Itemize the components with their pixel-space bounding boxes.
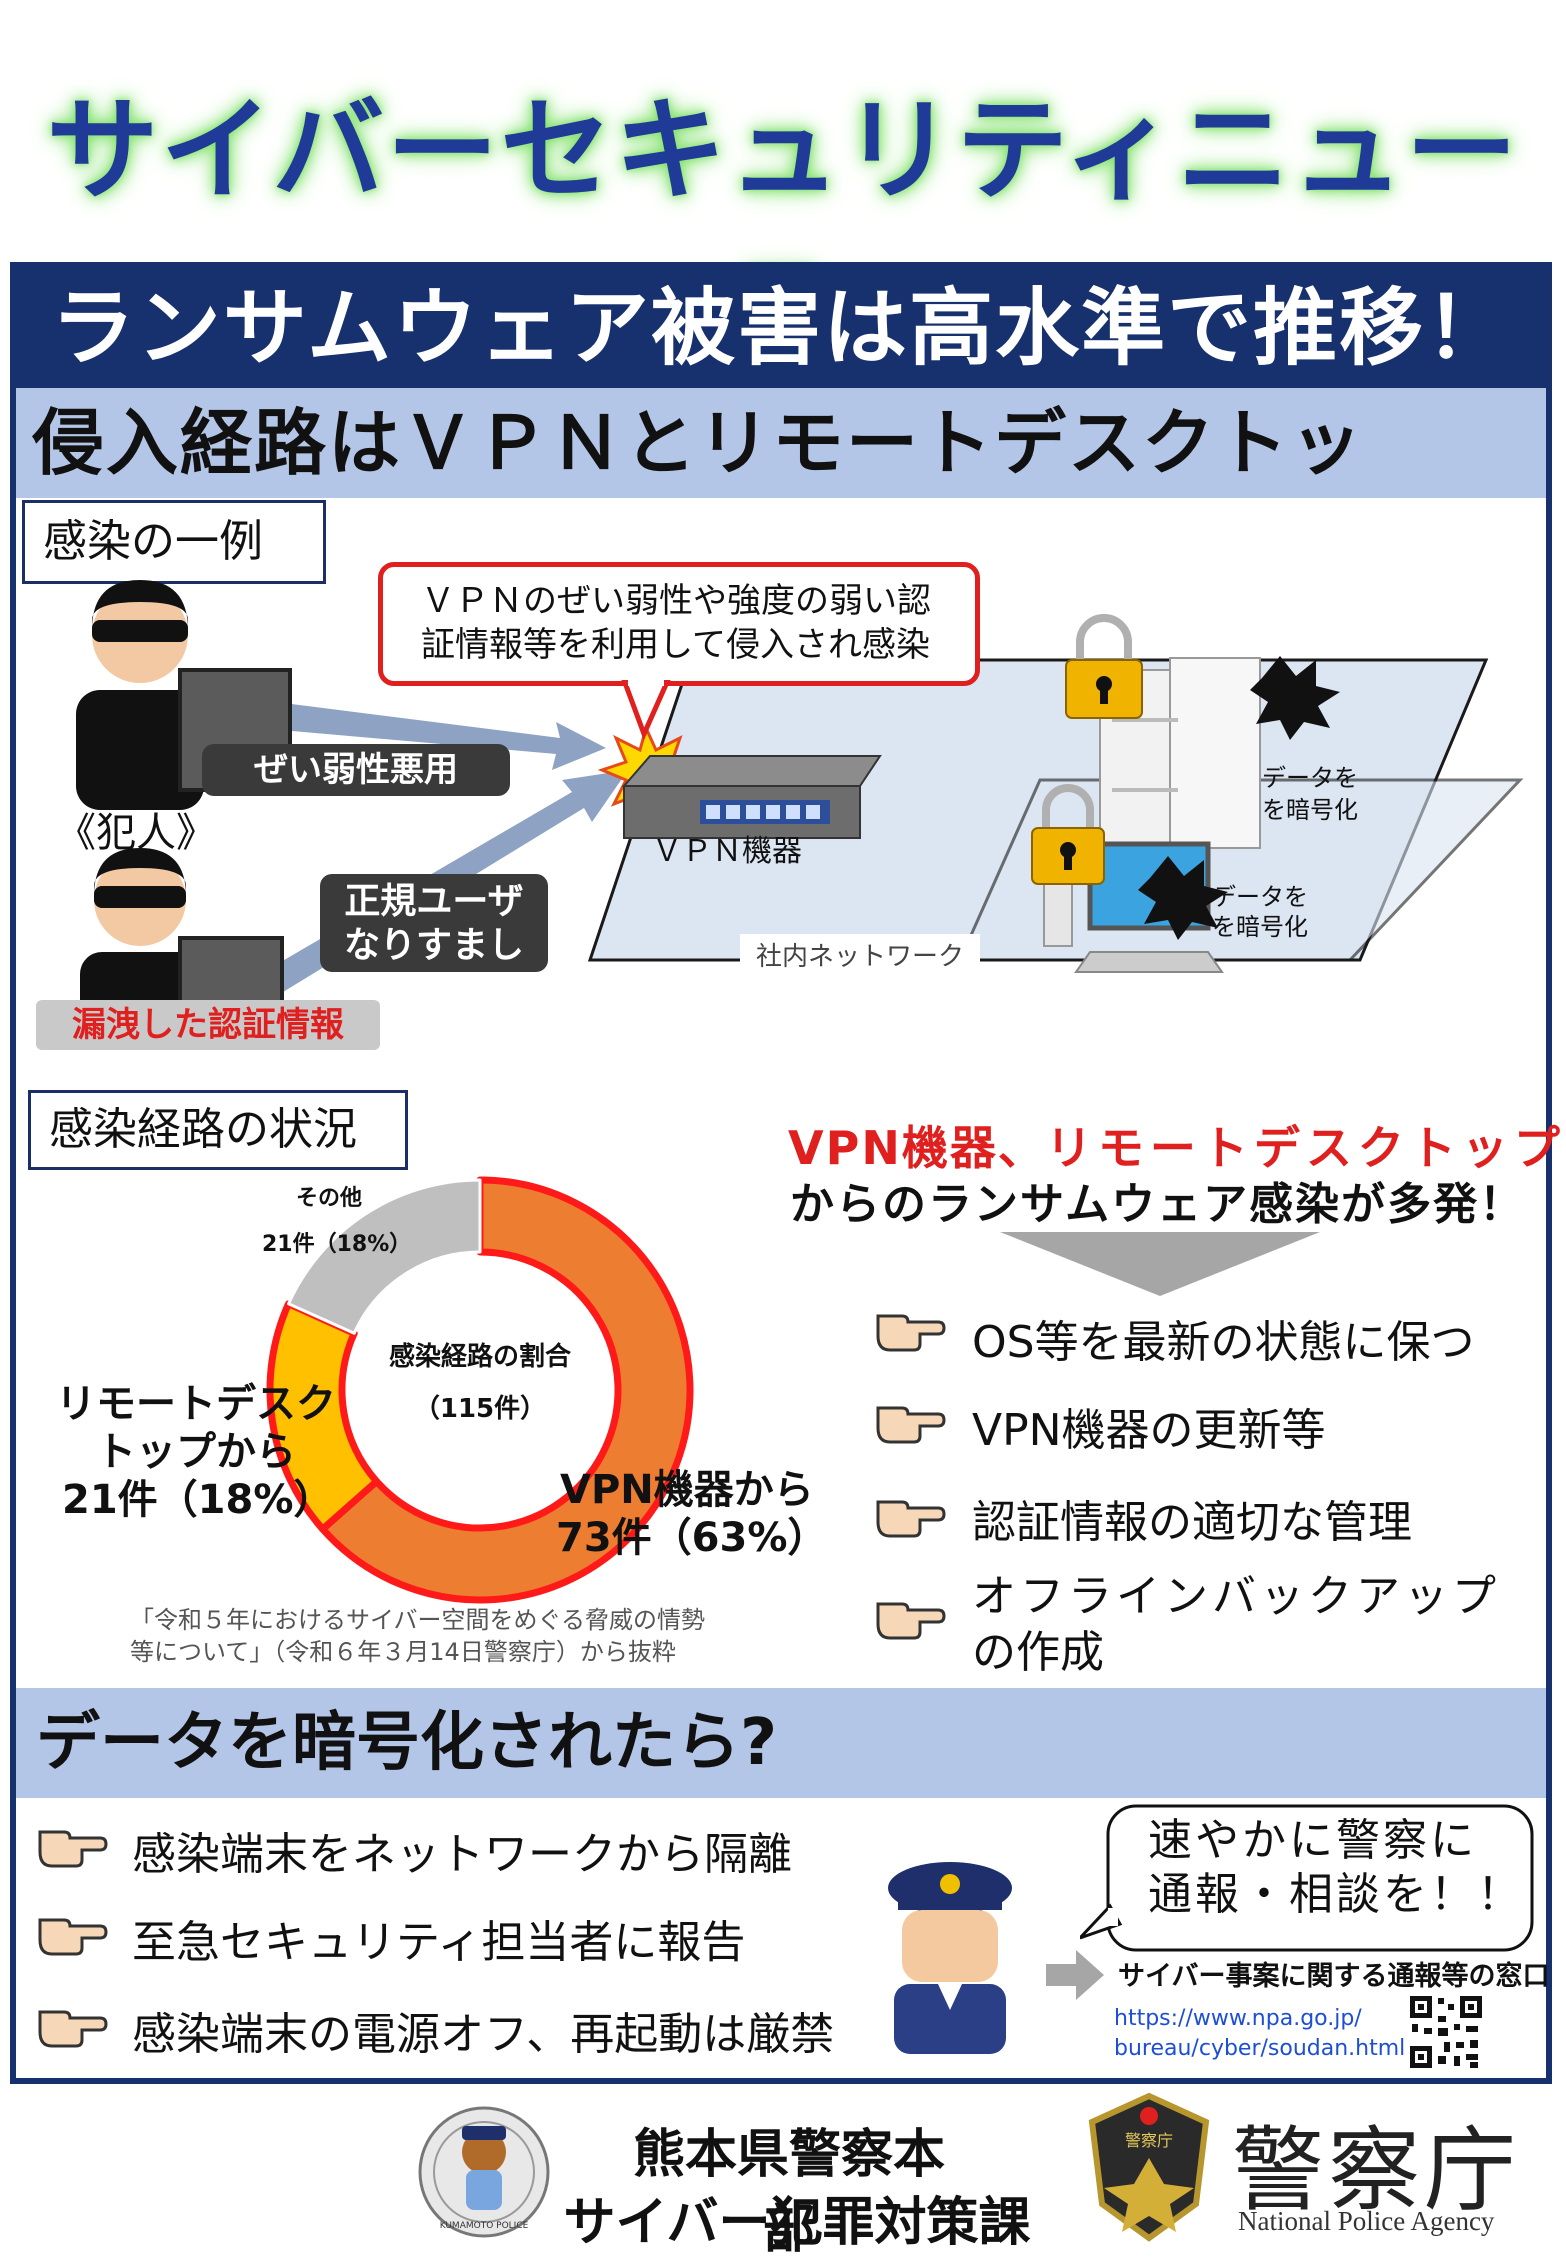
warning-rdp: リモートデスクトップ <box>1045 1121 1566 1175</box>
label-vpn: VPN機器から 73件（63%） <box>556 1466 827 1562</box>
vpn-device-icon <box>621 755 882 839</box>
donut-slice-vpn <box>319 1176 694 1604</box>
label-other-2: 21件（18%） <box>262 1232 412 1257</box>
callout-box: ＶＰＮのぜい弱性や強度の弱い認 証情報等を利用して侵入され感染 <box>378 562 980 686</box>
tip-text-4: オフラインバックアップ <box>972 1571 1500 1622</box>
kumamoto-seal-text: KUMAMOTO POLICE <box>440 2221 529 2231</box>
source-note-1: 「令和５年におけるサイバー空間をめぐる脅威の情勢 <box>130 1606 706 1634</box>
donut-chart <box>266 1176 694 1604</box>
report-url-line-1[interactable]: https://www.npa.go.jp/ <box>1114 2006 1362 2031</box>
label-encrypt-server: データを を暗号化 <box>1262 762 1358 826</box>
warning-line-2: からのランサムウェア感染が多発！ <box>790 1179 1526 1230</box>
tip-text-1: OS等を最新の状態に保つ <box>972 1317 1475 1368</box>
warning-line-1: VPN機器、リモートデスクトップ <box>788 1112 1566 1178</box>
callout-line-2: 証情報等を利用して侵入され感染 <box>421 625 930 665</box>
speech-text: 速やかに警察に 通報・相談を！！ <box>1148 1814 1524 1922</box>
padlock-icon-pc <box>1031 784 1105 885</box>
tip-1 <box>872 1306 946 1356</box>
chart-subtitle: （115件） <box>413 1394 547 1424</box>
pointing-hand-icon <box>876 1406 946 1444</box>
encrypted-heading: データを暗号化されたら? <box>16 1688 1546 1798</box>
padlock-icon-server <box>1065 614 1143 719</box>
malware-icon-2 <box>1138 856 1228 940</box>
example-box-label: 感染の一例 <box>22 500 326 584</box>
malware-icon-1 <box>1250 656 1340 740</box>
agency-name-en: National Police Agency <box>1238 2206 1495 2236</box>
kumamoto-police-mascot-logo: KUMAMOTO POLICE <box>418 2106 550 2238</box>
bottom-tip-text-3: 感染端末の電源オフ、再起動は厳禁 <box>132 2009 835 2060</box>
report-url[interactable]: https://www.npa.go.jp/ bureau/cyber/soud… <box>1114 2004 1405 2064</box>
encrypt-server-1: データを <box>1262 764 1358 792</box>
right-arrow-icon <box>1046 1950 1104 2000</box>
label-encrypt-pc: データを を暗号化 <box>1212 882 1308 942</box>
warning-vpn: VPN機器、 <box>788 1121 1046 1175</box>
agency-name: 警察庁 <box>1232 2117 1521 2224</box>
pointing-hand-icon <box>876 1602 946 1640</box>
pointing-hand-icon <box>876 1314 946 1352</box>
tip-2 <box>872 1398 946 1448</box>
speech-line-2: 通報・相談を！！ <box>1148 1869 1524 1920</box>
arrow-vuln <box>258 700 606 770</box>
qr-code-icon[interactable] <box>1408 1994 1484 2070</box>
encrypt-server-2: を暗号化 <box>1262 796 1358 824</box>
speech-line-1: 速やかに警察に <box>1148 1815 1477 1866</box>
label-rdp-1: リモートデスク <box>56 1381 336 1427</box>
source-note: 「令和５年におけるサイバー空間をめぐる脅威の情勢 等について」（令和６年３月14… <box>130 1604 705 1668</box>
label-rdp-3: 21件（18%） <box>62 1477 334 1523</box>
tip-3 <box>872 1492 946 1542</box>
callout-tail <box>621 680 671 740</box>
pointing-hand-icon <box>38 2010 108 2048</box>
label-other-1: その他 <box>296 1186 363 1211</box>
label-vpn-1: VPN機器から <box>560 1467 814 1513</box>
report-url-line-2[interactable]: bureau/cyber/soudan.html <box>1114 2036 1406 2061</box>
bottom-tip-text-2: 至急セキュリティ担当者に報告 <box>132 1917 746 1968</box>
label-vpn-device: ＶＰＮ機器 <box>652 834 802 869</box>
label-rdp: リモートデスク トップから 21件（18%） <box>56 1380 336 1524</box>
content-frame <box>10 262 1552 2084</box>
dept-line-1: 熊本県警察本部 <box>632 2125 945 2260</box>
callout-line-1: ＶＰＮのぜい弱性や強度の弱い認 <box>421 581 931 621</box>
label-leaked-credentials: 漏洩した認証情報 <box>36 1000 380 1050</box>
bottom-tip-1 <box>34 1822 108 1872</box>
headline: ランサムウェア被害は高水準で推移！ <box>16 268 1546 388</box>
tip-text-3: 認証情報の適切な管理 <box>972 1497 1412 1548</box>
label-impersonate: 正規ユーザ なりすまし <box>320 874 548 972</box>
label-network: 社内ネットワーク <box>740 934 980 980</box>
label-impersonate-1: 正規ユーザ <box>344 881 524 922</box>
label-impersonate-2: なりすまし <box>343 925 524 966</box>
label-criminal: 《犯人》 <box>56 810 216 856</box>
server-icon <box>1099 657 1261 861</box>
donut-slice-other <box>287 1178 482 1335</box>
report-window-label: サイバー事案に関する通報等の窓口 <box>1118 1961 1550 1992</box>
pointing-hand-icon <box>38 1918 108 1956</box>
police-officer-icon <box>888 1862 1012 2054</box>
source-note-2: 等について」（令和６年３月14日警察庁）から抜粋 <box>130 1638 676 1666</box>
label-vpn-2: 73件（63%） <box>556 1515 828 1561</box>
route-box-label: 感染経路の状況 <box>28 1090 408 1170</box>
pointing-hand-icon <box>876 1500 946 1538</box>
dept-line-2: サイバー犯罪対策課 <box>563 2193 1031 2253</box>
speech-bubble <box>1080 1804 1534 1952</box>
subheadline: 侵入経路はＶＰＮとリモートデスクトップ！！ <box>16 388 1546 595</box>
down-arrow-icon <box>1000 1232 1320 1296</box>
chart-title: 感染経路の割合 <box>388 1342 571 1372</box>
tip-text-2: VPN機器の更新等 <box>972 1405 1326 1456</box>
label-vuln: ぜい弱性悪用 <box>202 744 510 796</box>
npa-emblem-logo: 警察庁 <box>1088 2092 1210 2242</box>
tip-text-5: の作成 <box>972 1627 1104 1678</box>
bottom-tip-2 <box>34 1910 108 1960</box>
pointing-hand-icon <box>38 1830 108 1868</box>
encrypt-pc-2: を暗号化 <box>1212 913 1308 941</box>
label-rdp-2: トップから <box>96 1429 296 1475</box>
tip-4 <box>872 1594 946 1644</box>
bottom-tip-3 <box>34 2002 108 2052</box>
encrypt-pc-1: データを <box>1212 883 1308 911</box>
npa-seal-text: 警察庁 <box>1125 2131 1173 2150</box>
bottom-tip-text-1: 感染端末をネットワークから隔離 <box>132 1829 792 1880</box>
